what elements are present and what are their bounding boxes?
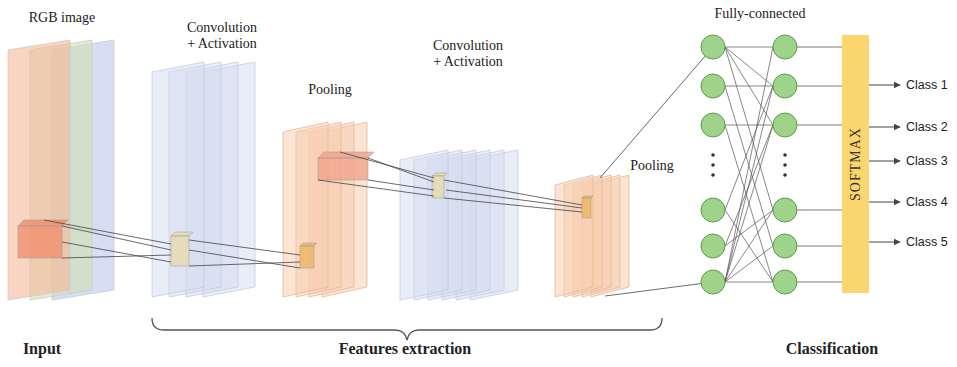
neuron bbox=[701, 270, 725, 294]
kernel bbox=[582, 198, 591, 218]
kernel bbox=[171, 232, 193, 236]
weight-line bbox=[725, 246, 773, 282]
connector-line bbox=[600, 47, 713, 178]
weight-line bbox=[725, 210, 773, 246]
softmax-text: SOFTMAX bbox=[848, 127, 864, 201]
weight-line bbox=[725, 47, 773, 86]
section-label: Classification bbox=[786, 340, 878, 358]
layer-label: Convolution + Activation bbox=[182, 20, 262, 52]
weight-line bbox=[725, 47, 773, 48]
ellipsis-dot bbox=[783, 163, 787, 167]
output-line bbox=[797, 125, 842, 126]
ellipsis-dot bbox=[711, 173, 715, 177]
ellipsis-dot bbox=[711, 153, 715, 157]
neuron bbox=[701, 35, 725, 59]
connector-line bbox=[318, 180, 434, 196]
connector-line bbox=[446, 190, 582, 208]
kernel bbox=[18, 226, 62, 258]
kernel bbox=[300, 246, 314, 268]
output-line bbox=[797, 282, 842, 283]
class-arrow bbox=[869, 127, 900, 128]
kernel bbox=[318, 158, 368, 180]
kernel bbox=[582, 196, 593, 198]
class-label: Class 5 bbox=[906, 235, 948, 249]
layer-label: Pooling bbox=[630, 158, 674, 174]
receptive-field-lines bbox=[44, 47, 713, 296]
section-label: Features extraction bbox=[339, 340, 472, 358]
bracket bbox=[152, 318, 662, 340]
ellipsis-dot bbox=[783, 153, 787, 157]
connector-line bbox=[44, 220, 171, 244]
weight-line bbox=[725, 47, 773, 282]
layer-label: RGB image bbox=[29, 10, 96, 26]
connector-line bbox=[189, 250, 300, 268]
output-line bbox=[797, 86, 842, 87]
kernel bbox=[432, 173, 447, 176]
neuron bbox=[773, 234, 797, 258]
neuron bbox=[773, 74, 797, 98]
ellipsis-dot bbox=[783, 173, 787, 177]
class-label: Class 2 bbox=[906, 120, 948, 134]
neuron bbox=[701, 198, 725, 222]
fully-connected-layers bbox=[701, 35, 842, 294]
class-label: Class 1 bbox=[906, 78, 948, 92]
weight-line bbox=[725, 282, 773, 283]
kernel bbox=[432, 176, 444, 198]
feature-maps bbox=[8, 40, 629, 300]
neuron bbox=[701, 234, 725, 258]
weight-line bbox=[725, 125, 773, 282]
weight-line bbox=[725, 47, 773, 125]
output-line bbox=[797, 210, 842, 211]
kernel bbox=[318, 152, 374, 158]
class-label: Class 3 bbox=[906, 154, 948, 168]
connector-line bbox=[62, 255, 171, 258]
weight-line bbox=[725, 86, 773, 282]
neuron bbox=[701, 113, 725, 137]
class-arrow bbox=[869, 242, 900, 243]
softmax-band: SOFTMAX bbox=[842, 35, 869, 293]
pool-map bbox=[283, 122, 328, 297]
connector-line bbox=[340, 152, 434, 178]
connector-line bbox=[605, 282, 713, 296]
pool-map bbox=[555, 175, 593, 297]
kernel bbox=[171, 236, 189, 266]
neuron bbox=[701, 74, 725, 98]
neuron bbox=[773, 113, 797, 137]
weight-line bbox=[725, 86, 773, 87]
rgb-channel bbox=[8, 40, 70, 300]
neuron bbox=[773, 270, 797, 294]
class-arrow bbox=[869, 161, 900, 162]
connector-line bbox=[62, 242, 171, 262]
neuron bbox=[773, 35, 797, 59]
connector-line bbox=[368, 158, 434, 182]
weight-line bbox=[725, 125, 773, 126]
neuron bbox=[773, 198, 797, 222]
class-label: Class 4 bbox=[906, 195, 948, 209]
output-line bbox=[797, 47, 842, 48]
ellipsis-dot bbox=[711, 163, 715, 167]
kernel bbox=[300, 243, 317, 246]
class-arrow bbox=[869, 85, 900, 86]
layer-label: Pooling bbox=[308, 82, 352, 98]
layer-label: Convolution + Activation bbox=[428, 38, 508, 70]
class-arrow bbox=[869, 202, 900, 203]
fc-weights bbox=[725, 47, 773, 282]
section-label: Input bbox=[23, 340, 61, 358]
layer-label: Fully-connected bbox=[715, 6, 806, 22]
weight-line bbox=[725, 86, 773, 246]
weight-line bbox=[725, 210, 773, 282]
output-line bbox=[797, 246, 842, 247]
conv-map bbox=[152, 62, 204, 297]
weight-line bbox=[725, 125, 773, 246]
connector-line bbox=[62, 226, 171, 250]
